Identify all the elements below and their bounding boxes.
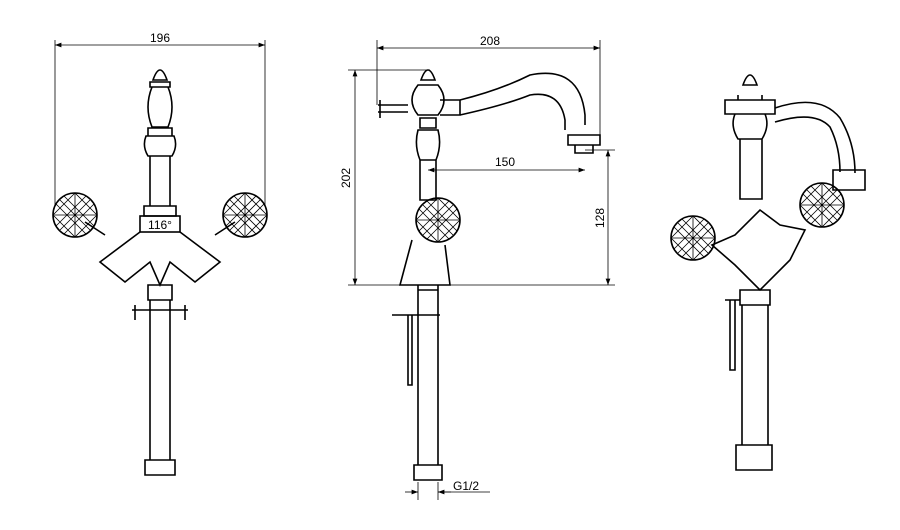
- left-handle-knob: [52, 192, 98, 238]
- spout-reach-dimension: 150: [495, 155, 515, 169]
- angle-label-box: [139, 215, 181, 233]
- side-view: 208 202 150 128 G1/2: [339, 34, 615, 500]
- front-angle-dimension: 116°: [148, 218, 172, 232]
- spout-height-dimension: 128: [593, 208, 607, 228]
- front-view: 196 116°: [52, 31, 268, 476]
- perspective-right-knob: [799, 182, 845, 228]
- thread-dimension: G1/2: [453, 479, 479, 493]
- side-handle-knob: [415, 197, 461, 243]
- perspective-view: [670, 74, 866, 471]
- right-handle-knob: [222, 192, 268, 238]
- front-width-dimension: 196: [150, 31, 170, 45]
- side-width-dimension: 208: [480, 34, 500, 48]
- side-height-dimension: 202: [339, 168, 353, 188]
- perspective-left-knob: [670, 215, 716, 261]
